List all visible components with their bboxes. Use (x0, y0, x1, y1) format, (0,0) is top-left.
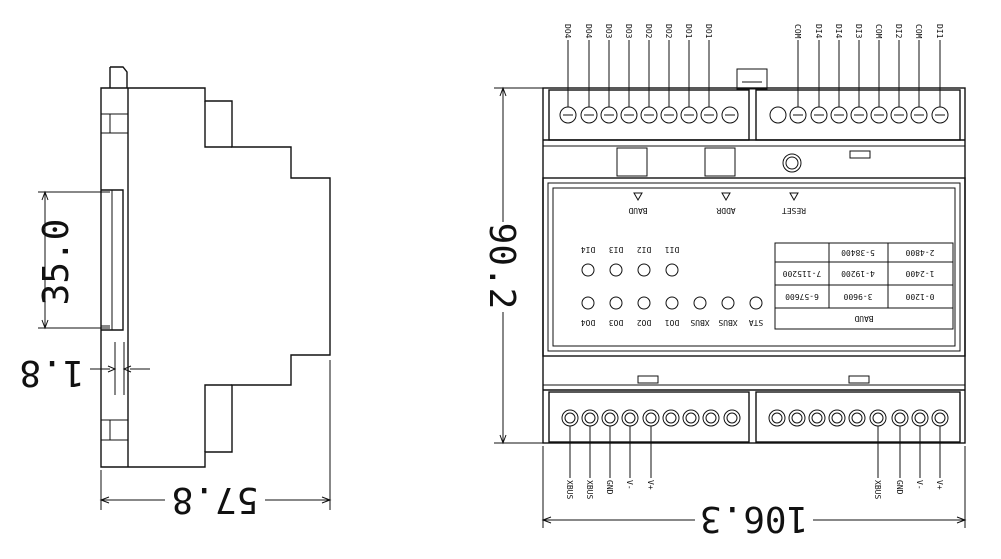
led (581, 296, 595, 310)
bottom-right-terminal-block: XBUS GND V- V+ (768, 409, 949, 499)
led-label: DI1 (665, 245, 680, 254)
button-label-addr: ADDR (716, 206, 735, 215)
terminal-label: V+ (646, 480, 655, 490)
front-height-dimension: 90.2 (481, 223, 522, 310)
rail-width-dimension: 35.0 (36, 219, 77, 306)
terminal-label: GND (895, 480, 904, 495)
led-label: DO1 (665, 318, 680, 327)
terminal-label: V- (625, 480, 634, 490)
baud-table-cell: 6-57600 (785, 292, 819, 301)
led-label: XBUS (690, 318, 709, 327)
baud-table-cell: 3-9600 (843, 292, 872, 301)
led-label: DI2 (637, 245, 652, 254)
terminal-screw (769, 106, 787, 124)
baud-table-cell: 7-115200 (783, 269, 822, 278)
terminal-screw (828, 409, 846, 427)
terminal-screw (662, 409, 680, 427)
top-left-terminal-block: DO4 DO4 DO3 DO3 DO2 DO2 DO1 DO1 (559, 24, 739, 124)
terminal-screw (621, 409, 639, 427)
terminal-screw (788, 409, 806, 427)
led-label: STA (749, 318, 764, 327)
front-width-dimension: 106.3 (700, 498, 808, 539)
terminal-screw (869, 409, 887, 427)
terminal-screw (581, 409, 599, 427)
terminal-screw (702, 409, 720, 427)
led-label: XBUS (718, 318, 737, 327)
terminal-label: DI4 (814, 24, 823, 39)
terminal-label: COM (793, 24, 802, 39)
terminal-label: DI3 (854, 24, 863, 39)
front-buttons: BAUD ADDR RESET (628, 192, 806, 215)
led (637, 296, 651, 310)
terminal-label: XBUS (585, 480, 594, 499)
led-label: DO2 (637, 318, 652, 327)
baud-table-cell: 5-38400 (841, 248, 875, 257)
terminal-label: V- (915, 480, 924, 490)
side-width-dimension: 57.8 (172, 479, 259, 520)
led (637, 263, 651, 277)
terminal-screw (642, 409, 660, 427)
led-label: DO3 (609, 318, 624, 327)
baud-table-cell: 4-19200 (841, 269, 875, 278)
rail-step-dimension: 1.8 (19, 352, 84, 393)
terminal-screw (848, 409, 866, 427)
led-label: DI3 (609, 245, 624, 254)
led (581, 263, 595, 277)
terminal-label: DO1 (704, 24, 713, 39)
led (665, 296, 679, 310)
terminal-label: DO2 (644, 24, 653, 39)
terminal-label: DO2 (664, 24, 673, 39)
led (749, 296, 763, 310)
terminal-label: COM (914, 24, 923, 39)
terminal-label: DO1 (684, 24, 693, 39)
led (721, 296, 735, 310)
led (609, 263, 623, 277)
side-view: 35.0 1.8 57.8 (19, 66, 332, 520)
led (609, 296, 623, 310)
baud-table-cell: 0-1200 (905, 292, 934, 301)
baud-table-header: BAUD (854, 314, 873, 323)
led (665, 263, 679, 277)
baud-table: BAUD 2-4800 5-38400 1-2400 4-19200 7-115200 0… (774, 242, 954, 330)
terminal-screw (561, 409, 579, 427)
terminal-screw (891, 409, 909, 427)
terminal-screw (601, 409, 619, 427)
terminal-screw (721, 106, 739, 124)
terminal-label: DO4 (563, 24, 572, 39)
terminal-label: DO3 (624, 24, 633, 39)
terminal-screw (768, 409, 786, 427)
terminal-label: XBUS (873, 480, 882, 499)
led-label: DO4 (581, 318, 596, 327)
top-right-terminal-block: COM DI4 DI4 DI3 COM DI2 COM DI1 (769, 24, 949, 124)
baud-table-cell: 2-4800 (905, 248, 934, 257)
terminal-screw (931, 409, 949, 427)
terminal-label: V+ (935, 480, 944, 490)
terminal-label: DO4 (584, 24, 593, 39)
led-label: DI4 (581, 245, 596, 254)
terminal-label: DI2 (894, 24, 903, 39)
terminal-label: GND (605, 480, 614, 495)
terminal-label: COM (874, 24, 883, 39)
terminal-label: DI4 (834, 24, 843, 39)
button-label-reset: RESET (782, 206, 806, 215)
bottom-left-terminal-block: XBUS XBUS GND V- V+ (561, 409, 741, 499)
terminal-label: DO3 (604, 24, 613, 39)
led (693, 296, 707, 310)
terminal-screw (682, 409, 700, 427)
button-label-baud: BAUD (628, 206, 647, 215)
terminal-screw (808, 409, 826, 427)
terminal-screw (723, 409, 741, 427)
baud-table-cell: 1-2400 (905, 269, 934, 278)
terminal-screw (911, 409, 929, 427)
terminal-label: XBUS (565, 480, 574, 499)
terminal-label: DI1 (935, 24, 944, 39)
